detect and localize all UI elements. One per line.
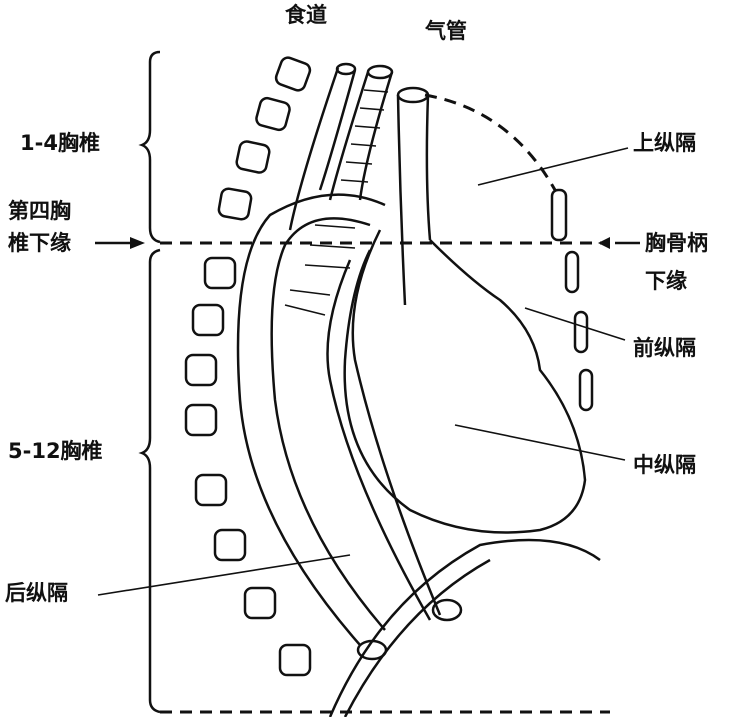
label-trachea: 气管 <box>424 19 467 43</box>
aorta-cut-end <box>431 598 463 622</box>
leader-posterior <box>97 554 351 596</box>
aorta <box>236 193 386 646</box>
great-vessel <box>396 94 432 306</box>
sternum <box>550 188 594 412</box>
label-superior-mediastinum: 上纵隔 <box>633 131 696 155</box>
vertebrae <box>184 56 312 677</box>
arrowhead-right <box>598 237 610 249</box>
arrowhead-left <box>130 237 145 249</box>
diaphragm <box>328 538 601 717</box>
label-t4-lower-2: 椎下缘 <box>8 231 71 255</box>
brace-t1-4 <box>138 50 161 244</box>
label-anterior-mediastinum: 前纵隔 <box>633 336 696 360</box>
label-t5-12: 5-12胸椎 <box>8 439 103 463</box>
heart <box>343 239 587 534</box>
label-manubrium-2: 下缘 <box>645 269 687 293</box>
label-t4-lower-1: 第四胸 <box>8 199 71 223</box>
label-posterior-mediastinum: 后纵隔 <box>5 581 68 605</box>
esophagus <box>288 67 357 231</box>
leader-middle <box>454 424 626 461</box>
superior-boundary-arc <box>424 93 557 191</box>
leader-anterior <box>524 307 626 341</box>
label-t1-4: 1-4胸椎 <box>20 131 100 155</box>
label-manubrium-1: 胸骨柄 <box>645 231 708 255</box>
label-esophagus: 食道 <box>285 3 327 27</box>
brace-t5-12 <box>138 248 161 714</box>
trachea <box>284 64 394 316</box>
label-middle-mediastinum: 中纵隔 <box>633 453 696 477</box>
leader-superior <box>477 147 629 186</box>
